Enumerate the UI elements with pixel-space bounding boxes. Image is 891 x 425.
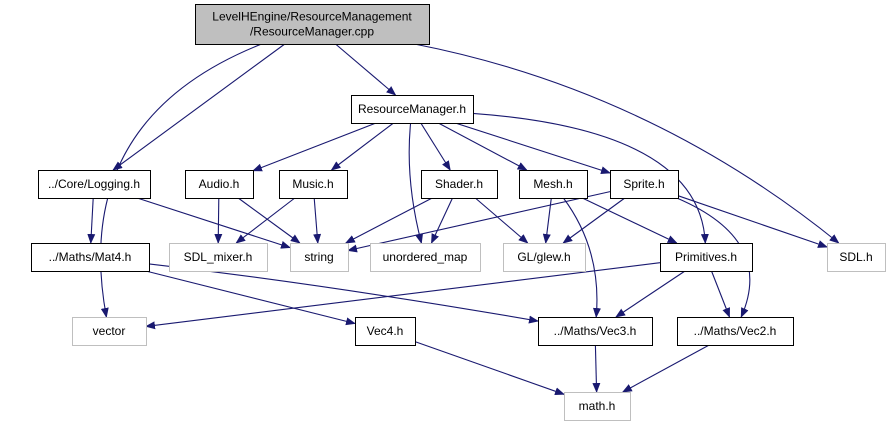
edge-mesh_h-to-vec3_h [562,197,601,318]
node-box [38,170,151,199]
node-vector: vector [72,317,147,346]
edge-resmgr_h-to-unordered_map [408,122,424,244]
node-label: string [304,250,333,264]
node-root[interactable]: LevelHEngine/ResourceManagement/Resource… [195,4,430,45]
node-box [351,95,474,124]
node-box [355,317,416,346]
edge-vec2_h-to-math_h [621,344,710,393]
node-box [72,317,147,346]
edge-sprite_h-to-string [347,191,611,253]
node-logging-h[interactable]: ../Core/Logging.h [38,170,151,199]
edge-logging_h-to-string [137,197,291,249]
node-mat4-h[interactable]: ../Maths/Mat4.h [31,243,150,272]
node-label: Primitives.h [675,250,737,264]
node-resmgr-h[interactable]: ResourceManager.h [351,95,474,124]
node-label: LevelHEngine/ResourceManagement [212,10,412,24]
node-string: string [290,243,349,272]
node-box [169,243,268,272]
node-sprite-h[interactable]: Sprite.h [610,170,679,199]
edge-audio_h-to-string [237,197,301,244]
node-sdl-h: SDL.h [827,243,886,272]
node-label: ResourceManager.h [358,102,466,116]
edge-resmgr_h-to-mesh_h [438,122,528,171]
edge-shader_h-to-unordered_map [431,197,453,244]
node-box [421,170,498,199]
edge-audio_h-to-sdl_mixer_h [214,197,223,244]
node-box [185,170,254,199]
edge-sprite_h-to-sdl_h [677,195,828,248]
node-glew-h: GL/glew.h [503,243,586,272]
edge-mat4_h-to-vec4_h [145,270,356,326]
edge-root-to-logging_h [112,43,286,171]
node-box [827,243,886,272]
node-box [503,243,586,272]
edge-resmgr_h-to-primitives_h [472,112,709,244]
edge-mat4_h-to-vec3_h [148,263,539,324]
node-math-h: math.h [564,392,631,421]
node-label: ../Maths/Mat4.h [49,250,132,264]
node-vec2-h[interactable]: ../Maths/Vec2.h [677,317,794,346]
edge-shader_h-to-string [344,197,433,244]
node-label: GL/glew.h [517,250,570,264]
edge-shader_h-to-glew_h [474,197,529,244]
node-vec4-h[interactable]: Vec4.h [355,317,416,346]
node-label: Vec4.h [367,324,404,338]
edges-layer [87,43,840,396]
edge-music_h-to-sdl_mixer_h [235,197,296,244]
node-mesh-h[interactable]: Mesh.h [519,170,588,199]
node-primitives-h[interactable]: Primitives.h [660,243,753,272]
node-label: math.h [579,399,616,413]
node-box [290,243,349,272]
edge-logging_h-to-mat4_h [87,197,96,244]
node-label: Audio.h [199,177,240,191]
edge-primitives_h-to-vec2_h [710,270,731,318]
node-label: ../Maths/Vec2.h [694,324,777,338]
node-label: SDL_mixer.h [184,250,253,264]
edge-resmgr_h-to-audio_h [252,122,377,172]
node-box [564,392,631,421]
node-label: Music.h [292,177,333,191]
node-box [538,317,653,346]
edge-root-to-sdl_h [414,43,840,244]
edge-resmgr_h-to-sprite_h [455,122,611,175]
edge-sprite_h-to-glew_h [562,197,626,244]
node-audio-h[interactable]: Audio.h [185,170,254,199]
edge-primitives_h-to-vec3_h [615,270,686,318]
node-label: ../Core/Logging.h [48,177,140,191]
node-sdl-mixer-h: SDL_mixer.h [169,243,268,272]
edge-vec4_h-to-math_h [414,341,565,396]
edge-resmgr_h-to-shader_h [420,122,451,171]
node-box [610,170,679,199]
node-label: SDL.h [839,250,872,264]
node-box [279,170,348,199]
edge-music_h-to-string [313,197,322,244]
node-label: /ResourceManager.cpp [250,25,374,39]
node-label: Shader.h [435,177,483,191]
edge-primitives_h-to-vector [145,262,661,330]
node-box [31,243,150,272]
node-box [370,243,481,272]
node-label: Sprite.h [623,177,664,191]
node-box [677,317,794,346]
edge-vec3_h-to-math_h [592,344,601,393]
node-music-h[interactable]: Music.h [279,170,348,199]
edge-resmgr_h-to-music_h [330,122,394,171]
nodes-layer: LevelHEngine/ResourceManagement/Resource… [31,4,886,421]
node-label: ../Maths/Vec3.h [554,324,637,338]
edge-mesh_h-to-primitives_h [582,197,678,244]
node-label: vector [93,324,126,338]
node-box [660,243,753,272]
node-unordered-map: unordered_map [370,243,481,272]
node-shader-h[interactable]: Shader.h [421,170,498,199]
node-label: unordered_map [383,250,468,264]
node-box [195,4,430,45]
edge-root-to-resmgr_h [335,43,397,96]
node-label: Mesh.h [533,177,572,191]
node-vec3-h[interactable]: ../Maths/Vec3.h [538,317,653,346]
node-box [519,170,588,199]
